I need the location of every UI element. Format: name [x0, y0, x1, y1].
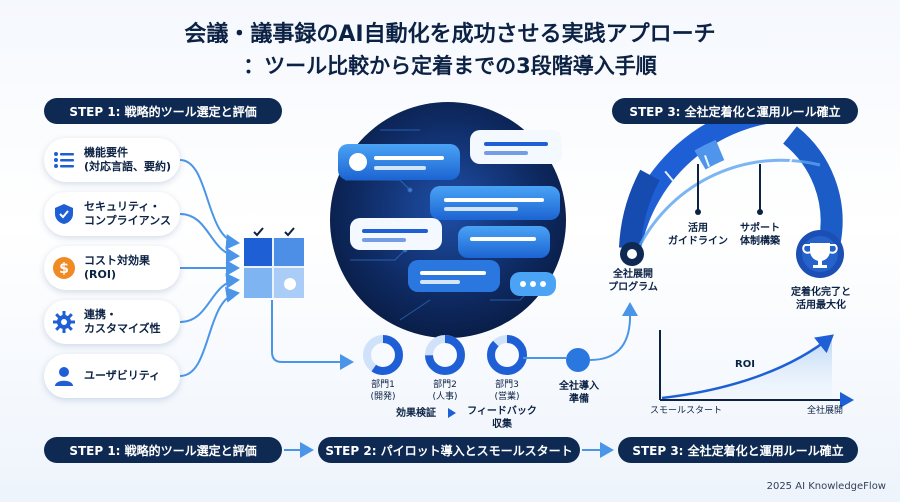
- feedback-line: 収集: [492, 419, 512, 430]
- criteria-label: ユーザビリティ: [84, 368, 161, 382]
- title-line-2: ：ツール比較から定着までの3段階導入手順: [243, 53, 657, 78]
- gear-icon: [53, 311, 75, 333]
- dollar-coin-icon: $: [53, 257, 75, 279]
- svg-text:$: $: [59, 261, 69, 277]
- rollout-program-label: 全社展開 プログラム: [598, 268, 668, 294]
- criteria-sublabel: カスタマイズ性: [84, 322, 161, 335]
- support-label: サポート 体制構築: [728, 222, 792, 248]
- page-title: 会議・議事録のAI自動化を成功させる実践アプローチ ：ツール比較から定着までの3…: [0, 20, 900, 80]
- criteria-sublabel: (ROI): [84, 268, 116, 281]
- criteria-card-integration: 連携・カスタマイズ性: [44, 300, 180, 344]
- evaluation-matrix: [244, 227, 304, 298]
- guideline-label: 活用 ガイドライン: [662, 222, 734, 248]
- support-line: 体制構築: [740, 236, 780, 247]
- user-icon: [55, 367, 73, 386]
- pilot-department-rings: [363, 335, 527, 375]
- department-1-label: 部門1 (開発): [363, 380, 403, 403]
- criteria-label: コスト対効果: [84, 253, 150, 267]
- step1-footer-pill: STEP 1: 戦略的ツール選定と評価: [44, 437, 282, 463]
- rollout-program-line: プログラム: [608, 282, 658, 293]
- step3-header-pill: STEP 3: 全社定着化と運用ルール確立: [612, 98, 858, 124]
- step2-footer-pill: STEP 2: パイロット導入とスモールスタート: [318, 437, 580, 463]
- feedback-line: フィードバック: [467, 406, 537, 417]
- criteria-card-security: セキュリティ・コンプライアンス: [44, 192, 180, 236]
- rollout-prep-line: 準備: [569, 394, 589, 405]
- guideline-line: ガイドライン: [668, 236, 728, 247]
- criteria-card-usability: ユーザビリティ: [44, 354, 180, 398]
- roi-curve-label: ROI: [735, 359, 755, 370]
- goal-line: 定着化完了と: [791, 287, 851, 298]
- department-name: 部門3: [495, 380, 519, 390]
- rollout-prep-node: [566, 348, 590, 372]
- support-line: サポート: [740, 223, 780, 234]
- criteria-label: 機能要件: [84, 145, 128, 159]
- footer-credit: 2025 AI KnowledgeFlow: [766, 481, 886, 492]
- criteria-card-functional: 機能要件(対応言語、要約): [44, 138, 180, 182]
- rollout-prep-line: 全社導入: [559, 381, 599, 392]
- goal-line: 活用最大化: [796, 300, 846, 311]
- matrix-to-pilot-arrow: [271, 300, 354, 370]
- roi-x-end-label: 全社展開: [806, 406, 843, 416]
- roi-chart: [659, 330, 854, 408]
- department-name: 部門1: [371, 380, 395, 390]
- criteria-label: 連携・: [84, 307, 117, 321]
- list-icon: [54, 152, 74, 168]
- criteria-card-cost: $ コスト対効果(ROI): [44, 246, 180, 290]
- rollout-program-line: 全社展開: [613, 269, 653, 280]
- department-unit: (開発): [370, 391, 396, 402]
- step3-footer-pill: STEP 3: 全社定着化と運用ルール確立: [618, 437, 858, 463]
- roi-x-start-label: スモールスタート: [650, 406, 723, 416]
- criteria-sublabel: コンプライアンス: [84, 214, 172, 227]
- department-name: 部門2: [433, 380, 457, 390]
- criteria-label: セキュリティ・: [84, 199, 161, 213]
- department-2-label: 部門2 (人事): [425, 380, 465, 403]
- ai-chat-globe: [330, 102, 566, 338]
- effect-check-label: 効果検証: [396, 408, 436, 419]
- shield-check-icon: [55, 204, 73, 224]
- rollout-prep-label: 全社導入 準備: [552, 380, 606, 406]
- goal-label: 定着化完了と 活用最大化: [778, 286, 864, 312]
- criteria-connectors: [179, 159, 240, 377]
- feedback-label: フィードバック 収集: [462, 405, 542, 431]
- guideline-line: 活用: [688, 223, 708, 234]
- title-line-1: 会議・議事録のAI自動化を成功させる実践アプローチ: [184, 22, 716, 47]
- department-3-label: 部門3 (営業): [487, 380, 527, 403]
- department-unit: (営業): [494, 391, 520, 402]
- department-unit: (人事): [432, 391, 458, 402]
- trophy-icon: [802, 243, 838, 268]
- step1-header-pill: STEP 1: 戦略的ツール選定と評価: [44, 98, 282, 124]
- criteria-sublabel: (対応言語、要約): [84, 160, 172, 173]
